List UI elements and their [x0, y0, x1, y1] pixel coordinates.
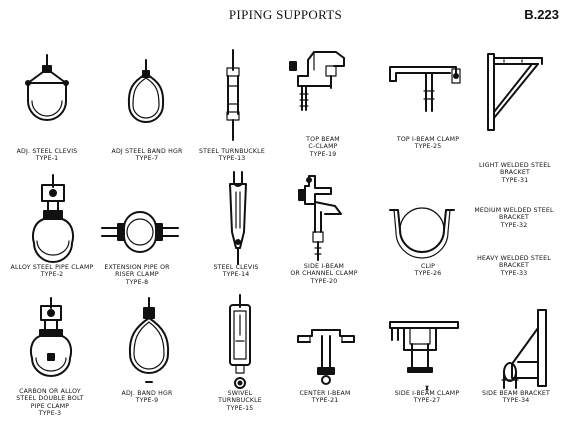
caption-line: TYPE-2: [40, 271, 64, 279]
caption-line: SIDE BEAM BRACKET: [482, 390, 550, 397]
caption-line: C-CLAMP: [308, 143, 338, 151]
caption-line: BRACKET: [499, 262, 529, 270]
caption-line: SWIVEL: [227, 390, 253, 397]
caption-line: TYPE-21: [311, 397, 339, 405]
caption-line: TYPE-27: [413, 397, 441, 405]
clip-drawing: [386, 206, 458, 262]
light-welded-steel-bracket-drawing: [486, 52, 548, 132]
steel-turnbuckle-drawing: [222, 49, 244, 141]
caption-line: ADJ. STEEL CLEVIS: [16, 148, 78, 155]
caption-line: CLIP: [420, 263, 436, 270]
side-i-beam-clamp-drawing: [388, 316, 464, 392]
caption-line: TOP BEAM: [306, 136, 340, 143]
caption-line: TYPE-1: [35, 155, 59, 163]
caption-line: TYPE-7: [135, 155, 159, 163]
caption-line: OR CHANNEL CLAMP: [290, 270, 358, 278]
caption-line: ADJ. BAND HGR: [121, 390, 173, 397]
caption-line: TYPE-8: [125, 278, 149, 286]
adj-band-hanger-drawing: [124, 297, 174, 388]
caption-line: TYPE-32: [500, 221, 528, 229]
caption-line: TYPE-25: [414, 143, 442, 151]
caption-line: SIDE I-BEAM: [303, 263, 345, 270]
top-beam-c-clamp-drawing: [288, 48, 350, 111]
caption-line: MEDIUM WELDED STEEL: [474, 207, 554, 214]
caption-line: TYPE-14: [222, 271, 250, 279]
caption-line: LIGHT WELDED STEEL: [479, 162, 551, 169]
caption-line: TYPE-15: [226, 404, 254, 412]
caption-line: SIDE I-BEAM CLAMP: [394, 390, 460, 397]
caption-line: ADJ STEEL BAND HGR: [111, 148, 183, 155]
center-i-beam-clamp-drawing: [296, 328, 356, 386]
caption-line: CENTER I-BEAM: [299, 390, 351, 397]
page-title: PIPING SUPPORTS: [228, 7, 343, 22]
caption-line: RISER CLAMP: [115, 271, 159, 279]
adj-steel-band-hanger-drawing: [124, 59, 168, 140]
alloy-steel-pipe-clamp-drawing: [28, 174, 78, 263]
swivel-turnbuckle-drawing: [224, 294, 256, 390]
side-beam-bracket-drawing: [498, 308, 552, 389]
caption-line: BRACKET: [500, 169, 530, 177]
caption-line: TURNBUCKLE: [218, 397, 262, 405]
extension-riser-clamp-drawing: [100, 210, 180, 254]
caption-line: TYPE-26: [414, 270, 442, 278]
caption-line: STEEL TURNBUCKLE: [199, 148, 265, 155]
caption-line: TYPE-13: [218, 155, 246, 163]
caption-line: TYPE-31: [501, 176, 529, 184]
top-i-beam-clamp-drawing: [386, 63, 466, 112]
page-number: B.223: [524, 7, 559, 22]
steel-clevis-drawing: [226, 171, 250, 265]
caption-line: ALLOY STEEL PIPE CLAMP: [10, 264, 94, 271]
caption-line: BRACKET: [499, 214, 529, 222]
adj-steel-clevis-drawing: [22, 54, 72, 140]
caption-line: STEEL CLEVIS: [213, 264, 259, 271]
caption-line: PIPE CLAMP: [30, 402, 70, 410]
caption-line: TYPE-33: [500, 269, 528, 277]
caption-line: CARBON OR ALLOY: [19, 388, 81, 395]
caption-line: TYPE-3: [38, 410, 62, 418]
caption-line: TYPE-9: [135, 397, 159, 405]
caption-line: TYPE-34: [502, 397, 530, 405]
double-bolt-pipe-clamp-drawing: [28, 297, 74, 378]
caption-line: TOP I-BEAM CLAMP: [396, 136, 460, 143]
caption-line: TYPE-19: [309, 150, 337, 158]
caption-line: EXTENSION PIPE OR: [104, 264, 170, 271]
caption-line: HEAVY WELDED STEEL: [477, 255, 551, 262]
caption-line: STEEL DOUBLE BOLT: [16, 395, 84, 403]
side-i-beam-channel-clamp-drawing: [295, 172, 347, 261]
caption-line: TYPE-20: [310, 277, 338, 285]
